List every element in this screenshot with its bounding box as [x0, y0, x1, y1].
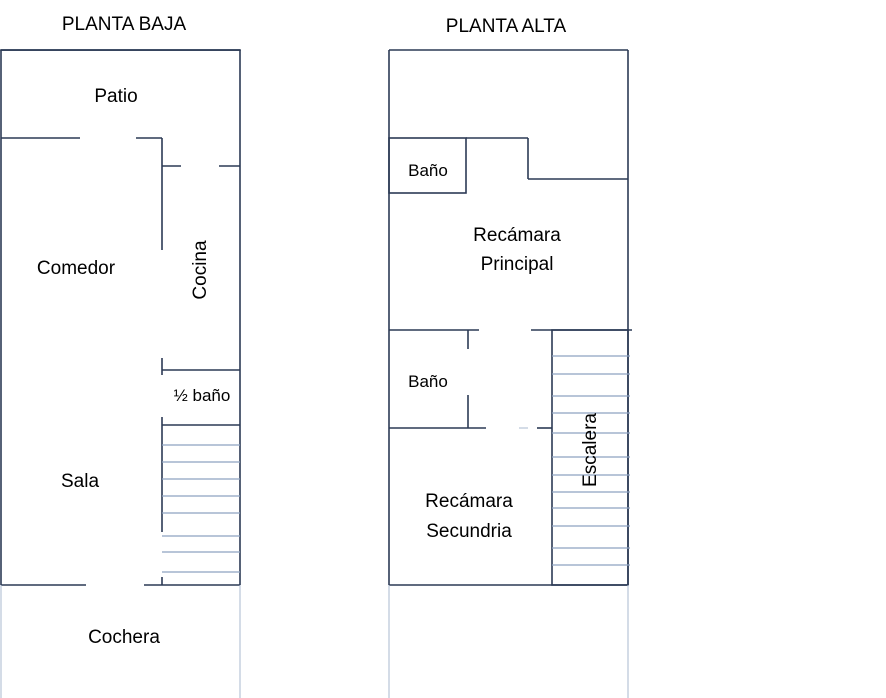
- room-label-recamara-principal-line2: Principal: [481, 254, 554, 275]
- room-label-sala: Sala: [61, 471, 99, 492]
- upper-stairs: [552, 355, 630, 566]
- upper-floor-plan: PLANTA ALTA Baño Recámara Principal Baño…: [388, 16, 632, 698]
- ground-floor-plan: PLANTA BAJA Patio Comedor Cocina ½ baño …: [0, 14, 241, 698]
- room-label-comedor: Comedor: [37, 258, 116, 279]
- ground-floor-title: PLANTA BAJA: [62, 14, 187, 35]
- room-label-patio: Patio: [94, 86, 137, 107]
- room-label-cocina: Cocina: [190, 240, 211, 300]
- room-label-recamara-secundaria-line2: Secundria: [426, 521, 512, 542]
- room-label-bano-principal: Baño: [408, 161, 448, 180]
- room-label-recamara-secundaria-line1: Recámara: [425, 491, 513, 512]
- room-label-cochera: Cochera: [88, 627, 160, 648]
- room-label-recamara-principal-line1: Recámara: [473, 225, 561, 246]
- upper-floor-title: PLANTA ALTA: [446, 16, 567, 37]
- room-label-medio-bano: ½ baño: [174, 386, 231, 405]
- room-label-bano-secundario: Baño: [408, 372, 448, 391]
- ground-stairs: [162, 444, 240, 573]
- room-label-escalera: Escalera: [580, 413, 601, 487]
